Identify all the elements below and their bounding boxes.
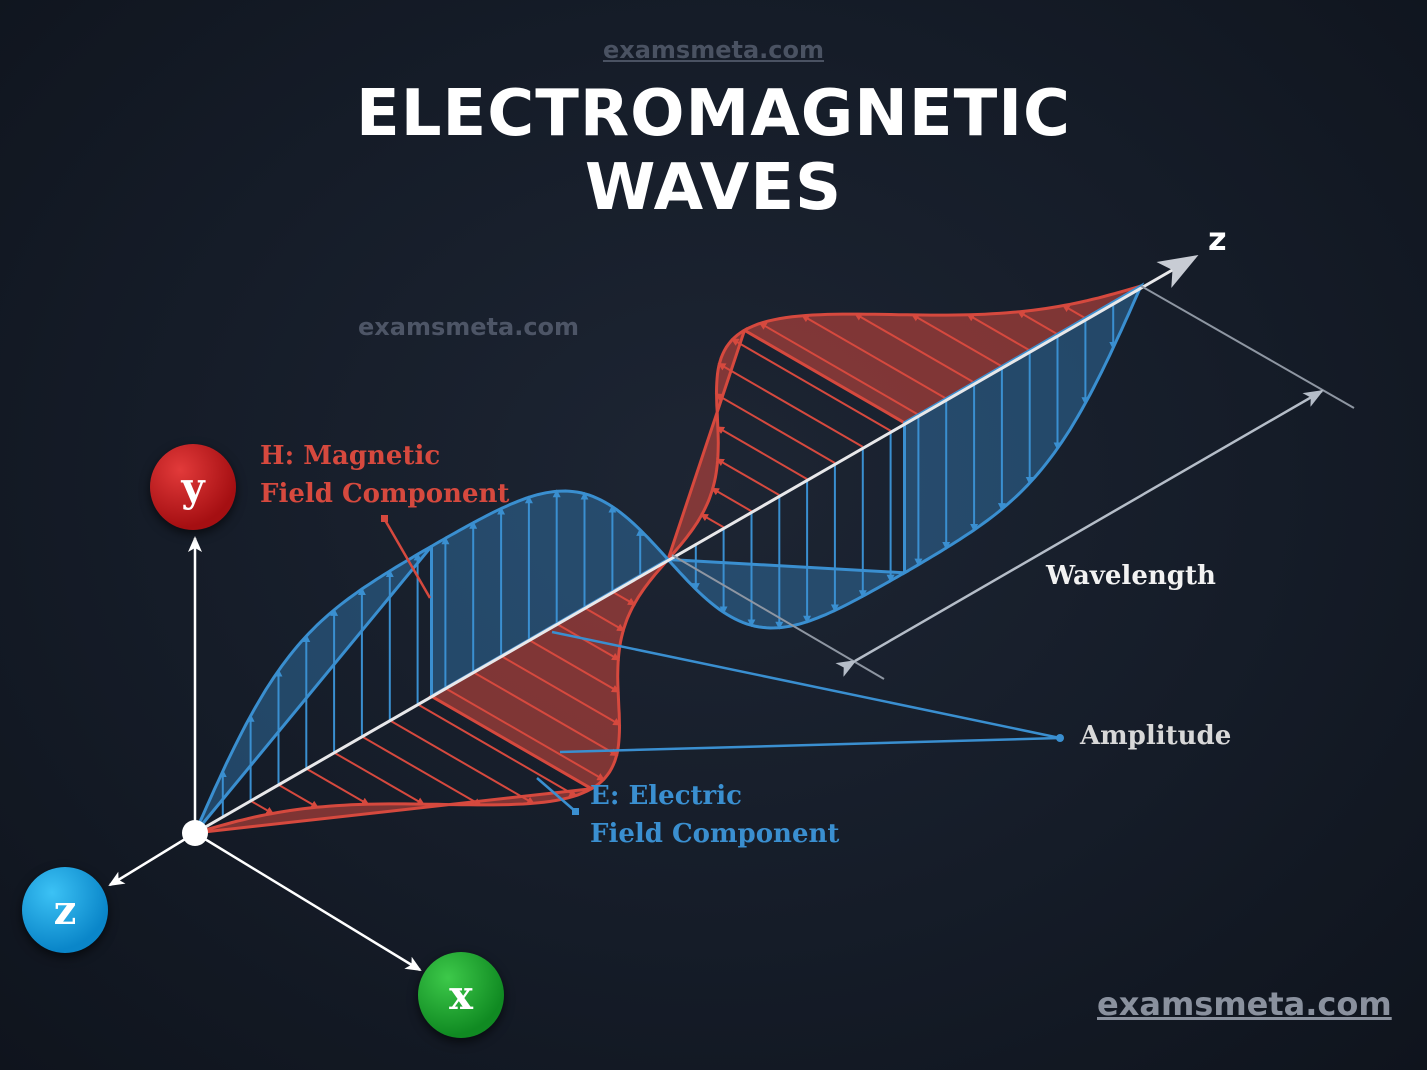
magnetic-field-arrow [700, 513, 725, 529]
propagation-axis [194, 255, 1199, 835]
magnetic-label-line-2: Field Component [260, 479, 510, 509]
magnetic-label-leader [381, 515, 432, 599]
electric-label-line-1: E: Electric [590, 781, 742, 811]
magnetic-field-arrow [277, 783, 320, 809]
magnetic-field-arrow [715, 458, 780, 496]
title-line-1: ELECTROMAGNETIC [356, 77, 1071, 151]
magnetic-field-arrow [611, 590, 636, 606]
magnetic-field-arrow [716, 426, 808, 480]
title-line-2: WAVES [584, 151, 843, 225]
magnetic-field-arrow [305, 767, 370, 806]
magnetic-lobe [741, 284, 1142, 425]
magnetic-lobe [428, 558, 670, 791]
magnetic-field-arrow [417, 703, 578, 797]
z-axis-badge: z [22, 867, 108, 953]
magnetic-field-arrow [714, 393, 836, 464]
magnetic-field-arrow [389, 719, 535, 805]
magnetic-field-arrow [444, 687, 606, 781]
magnetic-lobe [666, 326, 748, 561]
magnetic-field-arrow [500, 655, 622, 726]
x-axis-badge: x [418, 952, 504, 1038]
magnetic-label-line-1: H: Magnetic [260, 441, 441, 471]
electric-label-leader [536, 777, 579, 815]
magnetic-field-arrow [528, 639, 620, 693]
magnetic-field-arrow [853, 313, 975, 384]
x-axis-label: x [449, 971, 473, 1019]
amplitude-pointer [551, 630, 1064, 754]
magnetic-field-arrow [801, 314, 947, 400]
electric-lobe [664, 557, 910, 630]
electric-lobe [193, 544, 433, 834]
watermark-top: examsmeta.com [602, 36, 825, 64]
magnetic-field-arrow [556, 623, 621, 661]
magnetic-field-arrow [1061, 304, 1086, 320]
watermark-bottom-right: examsmeta.com [1097, 985, 1392, 1023]
magnetic-lobe [194, 787, 593, 835]
magnetic-field-lobes [194, 284, 1142, 835]
electric-label-line-2: Field Component [590, 819, 840, 849]
magnetic-field-arrow [250, 799, 275, 815]
magnetic-field-arrow [910, 313, 1003, 368]
z-axis-label: z [53, 886, 77, 934]
propagation-axis-label: z [1208, 220, 1227, 258]
origin-point [182, 820, 208, 846]
magnetic-field-arrow [1016, 310, 1059, 336]
magnetic-field-arrow [584, 606, 626, 632]
electric-lobe [430, 489, 671, 699]
magnetic-field-arrow [966, 313, 1031, 352]
magnetic-field-arrow [710, 487, 752, 513]
y-axis-badge: y [150, 444, 236, 530]
wavelength-indicator [671, 285, 1355, 680]
y-axis-label: y [181, 463, 205, 511]
amplitude-label: Amplitude [1080, 721, 1232, 751]
magnetic-field-arrow [361, 735, 483, 806]
wavelength-label: Wavelength [1046, 561, 1216, 591]
magnetic-field-arrow [472, 671, 619, 757]
magnetic-field-arrow [333, 751, 426, 806]
watermark-middle: examsmeta.com [358, 313, 580, 341]
coordinate-axes [108, 536, 422, 972]
